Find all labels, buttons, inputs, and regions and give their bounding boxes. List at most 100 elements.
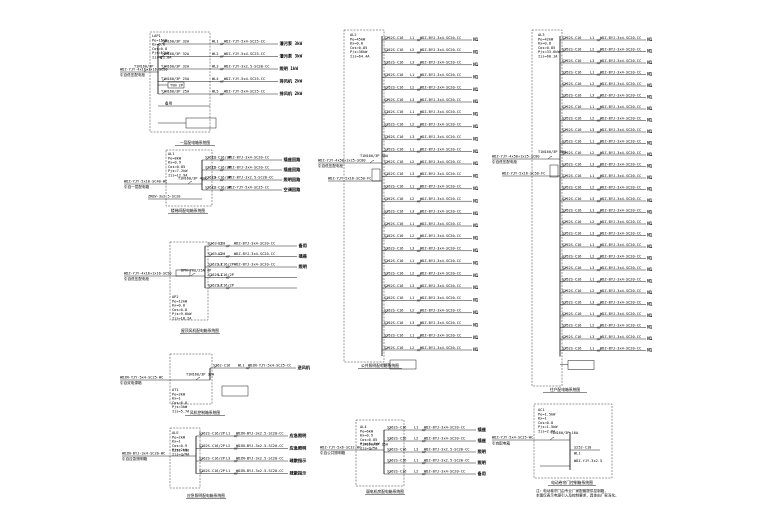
conductor-tick	[599, 165, 601, 168]
circuit-device-label: S252S-C16	[384, 185, 403, 189]
incoming-cable-label: WDZ-YJY-5x6-SC32-WC	[320, 446, 361, 450]
conductor-tick	[596, 314, 599, 318]
circuit-load-tag: N1	[473, 87, 479, 92]
breaker-symbol	[562, 36, 568, 41]
circuit-load-tag: N1	[647, 198, 653, 203]
circuit-device-label: S252S-C16	[562, 266, 581, 270]
circuit-device-label: S252S-C16	[384, 346, 403, 350]
circuit-cable-label: WDZ-BYJ-3x4-SC20-CC	[420, 123, 461, 127]
circuit-load-tag: N1	[647, 118, 653, 123]
circuit-load-tag: N1	[473, 211, 479, 216]
circuit-device-label: S252S-C16	[562, 70, 581, 74]
circuit-cable-label: WDZ-BYJ-3x4-SC20-CC	[600, 323, 641, 327]
conductor-tick	[219, 158, 222, 162]
conductor-tick	[599, 38, 601, 42]
conductor-tick	[221, 178, 223, 182]
conductor-tick	[416, 175, 419, 178]
circuit-phase-label: L2	[410, 85, 414, 89]
conductor-tick	[219, 178, 222, 182]
breaker-symbol	[562, 209, 568, 213]
breaker-symbol	[562, 278, 568, 282]
circuit-load-tag: N1	[647, 290, 653, 295]
incoming-cable-label: WDZ-YJY-4x16+1x16-SC50	[120, 68, 168, 72]
circuit-device-label: S252S-C16	[562, 289, 581, 293]
conductor-tick	[596, 50, 599, 53]
conductor-tick	[596, 257, 599, 260]
circuit-phase-label: L1	[590, 346, 594, 350]
panel-parameter: Pjs=1.5kW	[538, 425, 558, 429]
breaker-symbol	[161, 78, 167, 82]
panel-parameter: Cos=0.9	[172, 444, 187, 448]
conductor-tick	[418, 237, 420, 240]
circuit-load-label: 排风机 2kW	[280, 90, 303, 97]
conductor-tick	[599, 142, 601, 145]
circuit-load-tag: N1	[647, 152, 653, 157]
breaker-symbol	[199, 445, 205, 449]
circuit-cable-label: WDZ-BYJ-3x4-SC20-CC	[600, 346, 641, 350]
breaker-symbol	[384, 160, 390, 165]
circuit-cable-label: WDZ-BYJ-3x4-SC20-CC	[600, 220, 641, 224]
conductor-tick	[419, 113, 421, 116]
conductor-tick	[416, 51, 419, 54]
circuit-load-label: 备用	[478, 470, 486, 477]
circuit-cable-label: WDZ-BYJ-3x4-SC20-CC	[234, 263, 275, 267]
incoming-source-label: 引自应急照明箱	[122, 456, 148, 461]
circuit-device-label: S252S-C16/2P	[199, 469, 225, 473]
panel-parameter: AC1	[538, 408, 545, 412]
breaker-symbol	[549, 436, 555, 441]
conductor-tick	[596, 142, 599, 145]
circuit-load-tag: N1	[473, 161, 479, 166]
conductor-tick	[419, 348, 421, 352]
circuit-load-tag: N1	[473, 174, 479, 179]
circuit-device-label: S252S-C16/2P	[205, 156, 231, 160]
conductor-tick	[227, 255, 229, 258]
circuit-load-tag: N1	[473, 260, 479, 265]
circuit-device-label: S252S-C16	[384, 98, 403, 102]
conductor-tick	[418, 100, 420, 104]
circuit-device-label: S252S-C16	[562, 208, 581, 212]
conductor-tick	[233, 472, 236, 475]
circuit-cable-label: WDZ-BYJ-3x4-SC20-CC	[600, 151, 641, 155]
circuit-cable-label: WDZN-YJY-5x4-SC25-CC	[248, 364, 291, 368]
circuit-device-label: S252S-C16	[387, 426, 406, 430]
conductor-tick	[416, 162, 419, 166]
breaker-symbol	[562, 174, 568, 179]
breaker-symbol	[384, 272, 390, 276]
conductor-tick	[599, 61, 601, 65]
panel-parameter: Ijs=3.4A	[172, 453, 190, 457]
breaker-symbol	[562, 163, 568, 167]
circuit-phase-label: L1	[590, 70, 594, 74]
panel-parameter: Cos=0.8	[538, 421, 553, 425]
breaker-symbol	[384, 123, 390, 127]
circuit-phase-label: L1	[590, 36, 594, 40]
circuit-load-tag: N1	[647, 37, 653, 42]
conductor-tick	[419, 336, 421, 339]
conductor-tick	[233, 447, 236, 450]
panel-parameter: Cos=0.8	[172, 401, 187, 405]
panel-al4: AL4Pe=6kWKx=0.9Cos=0.85Pjs=5.4kWIjs=9.7A…	[320, 419, 487, 495]
conductor-tick	[419, 323, 421, 327]
panel-caption: 公共照明配电箱系统图	[361, 363, 399, 368]
panel-parameter: Kx=0.8	[172, 304, 185, 308]
surge-protector-label: TVN 2P	[170, 84, 183, 88]
metering-box	[389, 359, 417, 370]
circuit-phase-label: L2	[410, 123, 414, 127]
conductor-tick	[599, 349, 601, 352]
circuit-phase-label: L2	[410, 309, 414, 313]
circuit-phase-label: L3	[410, 209, 414, 213]
incoming-source-label: 引自低压配电柜	[124, 276, 150, 281]
circuit-device-label: S252S-C16	[562, 300, 581, 304]
conductor-tick	[219, 168, 222, 172]
circuit-cable-label: WDZN-BYJ-3x2.5-SC20-CC	[236, 444, 284, 448]
conductor-tick	[227, 244, 229, 248]
circuit-phase-label: L1	[410, 73, 414, 77]
circuit-phase-label: L1	[414, 426, 418, 430]
conductor-tick	[596, 165, 599, 168]
panel-parameter: Ijs=22.8A	[152, 56, 172, 60]
panel-parameter: AP2	[172, 295, 179, 299]
breaker-symbol	[161, 65, 167, 70]
circuit-phase-label: WL3	[212, 65, 219, 69]
circuit-phase-label: L1	[414, 459, 418, 463]
circuit-load-tag: N1	[473, 335, 479, 340]
